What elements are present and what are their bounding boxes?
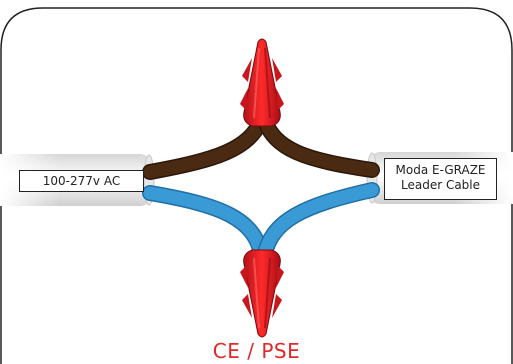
frame-border: [0, 7, 513, 364]
neutral-wire: [142, 182, 380, 266]
certification-text: CE / PSE: [212, 339, 301, 363]
leader-cable-label-line1: Moda E-GRAZE: [395, 163, 486, 177]
live-wire: [142, 110, 380, 180]
leader-cable-label-line2: Leader Cable: [400, 178, 481, 192]
input-voltage-label: 100-277v AC: [19, 170, 144, 192]
wire-connector-icon: [240, 38, 284, 127]
leader-cable-label: Moda E-GRAZE Leader Cable: [384, 158, 497, 200]
wire-connector-icon: [240, 249, 284, 338]
